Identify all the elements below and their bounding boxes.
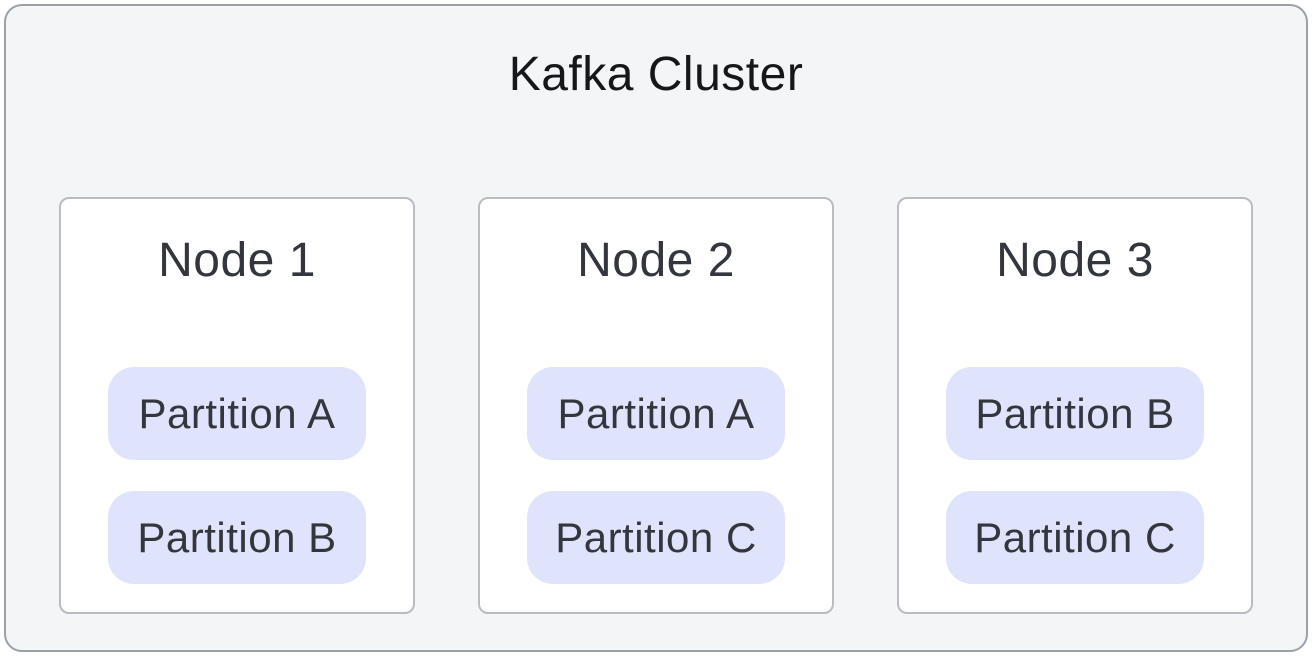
node-card-3: Node 3 Partition B Partition C xyxy=(897,197,1253,614)
partition-pill: Partition C xyxy=(527,491,785,584)
partition-list: Partition A Partition C xyxy=(480,367,832,584)
partition-pill: Partition C xyxy=(946,491,1204,584)
partition-pill: Partition B xyxy=(946,367,1204,460)
partition-pill: Partition A xyxy=(108,367,366,460)
node-title: Node 3 xyxy=(996,234,1154,287)
kafka-cluster-box: Kafka Cluster Node 1 Partition A Partiti… xyxy=(4,4,1308,652)
node-card-1: Node 1 Partition A Partition B xyxy=(59,197,415,614)
partition-list: Partition A Partition B xyxy=(61,367,413,584)
partition-list: Partition B Partition C xyxy=(899,367,1251,584)
node-card-2: Node 2 Partition A Partition C xyxy=(478,197,834,614)
nodes-row: Node 1 Partition A Partition B Node 2 Pa… xyxy=(6,197,1306,614)
partition-pill: Partition A xyxy=(527,367,785,460)
node-title: Node 2 xyxy=(577,234,735,287)
node-title: Node 1 xyxy=(158,234,316,287)
partition-pill: Partition B xyxy=(108,491,366,584)
cluster-title: Kafka Cluster xyxy=(508,48,804,101)
